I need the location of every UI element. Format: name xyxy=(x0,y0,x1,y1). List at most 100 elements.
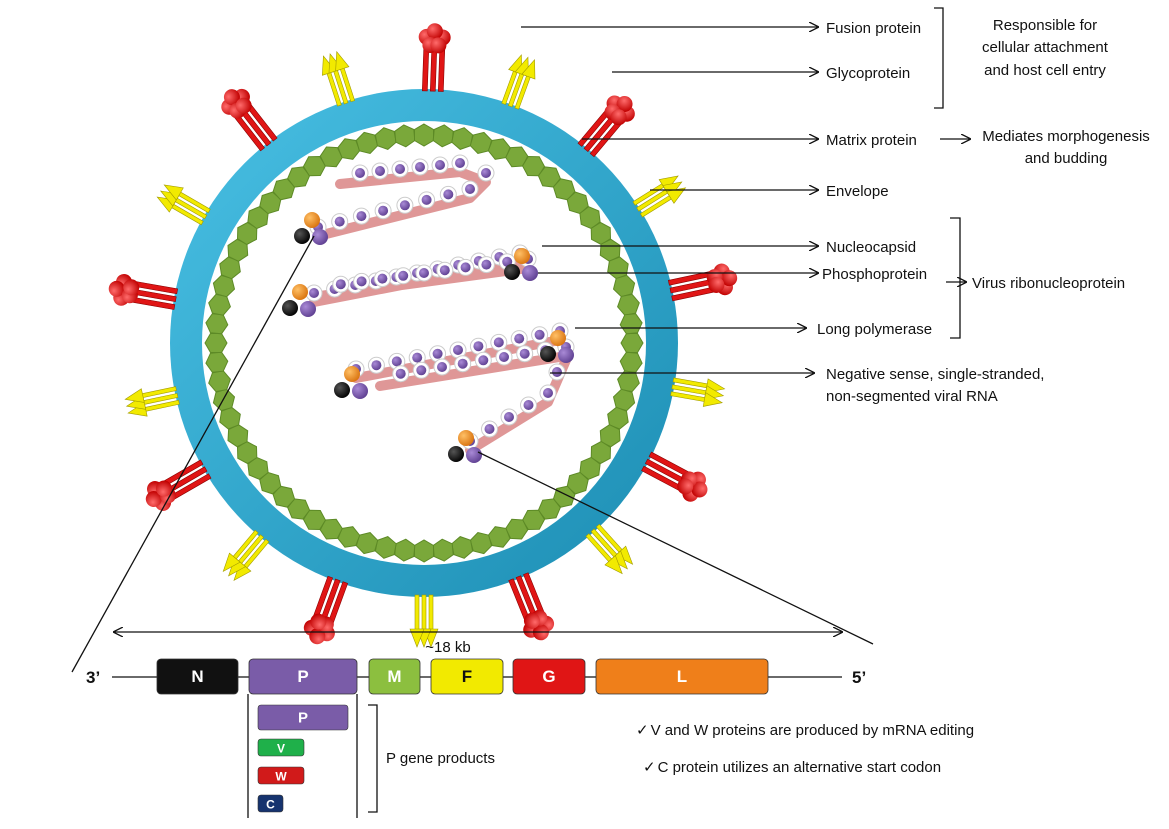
matrix-protein-unit xyxy=(208,370,231,393)
note-editing: ✓V and W proteins are produced by mRNA e… xyxy=(636,721,974,739)
matrix-protein-unit xyxy=(451,536,474,559)
label-glycoprotein: Glycoprotein xyxy=(826,65,910,82)
matrix-protein-unit xyxy=(236,221,258,246)
fusion-protein-spike xyxy=(321,50,356,107)
gene-label: M xyxy=(387,667,401,686)
matrix-protein-unit xyxy=(521,509,546,531)
attachment-note-line2: cellular attachment xyxy=(982,39,1109,56)
nucleocapsid-bead xyxy=(421,194,432,205)
matrix-protein-unit xyxy=(487,526,511,548)
matrix-note-line1: Mediates morphogenesis xyxy=(982,128,1150,145)
matrix-protein-unit xyxy=(487,138,511,160)
nucleocapsid-bead xyxy=(473,341,484,352)
phosphoprotein-ball xyxy=(304,212,320,228)
nucleocapsid-bead xyxy=(415,162,425,172)
nucleocapsid-bead xyxy=(334,216,345,227)
phosphoprotein-ball xyxy=(514,248,530,264)
nucleocapsid-bead xyxy=(335,279,346,290)
nucleocapsid-bead xyxy=(416,365,427,376)
glycoprotein-spike xyxy=(145,459,212,511)
nucleocapsid-bead xyxy=(460,262,471,273)
nucleocapsid-ball xyxy=(294,228,310,244)
nucleocapsid-bead xyxy=(395,164,405,174)
nucleocapsid-bead xyxy=(378,205,389,216)
matrix-protein-unit xyxy=(227,424,249,448)
fusion-protein-spike xyxy=(222,529,270,582)
fusion-protein-spike xyxy=(124,386,180,417)
rna-strand xyxy=(313,167,491,241)
genome-length: ~18 kb xyxy=(425,639,470,656)
nucleocapsid-bead xyxy=(377,273,388,284)
polymerase-ball xyxy=(300,301,316,317)
matrix-protein-unit xyxy=(212,274,236,298)
gene-l xyxy=(595,658,769,695)
matrix-protein-unit xyxy=(451,127,474,150)
envelope-inner xyxy=(202,121,646,565)
nucleocapsid-bead xyxy=(514,333,525,344)
matrix-protein-unit xyxy=(208,293,231,316)
matrix-protein-unit xyxy=(394,538,416,562)
phosphoprotein-ball xyxy=(344,366,360,382)
nucleocapsid-bead xyxy=(502,256,513,267)
matrix-protein-unit xyxy=(612,274,636,298)
polymerase-ball xyxy=(312,229,328,245)
zoom-line-right xyxy=(477,451,874,645)
label-rnp: Virus ribonucleoprotein xyxy=(972,275,1125,292)
glycoprotein-spike xyxy=(508,572,555,641)
nucleocapsid-bead xyxy=(419,268,429,278)
phosphoprotein-ball xyxy=(550,330,566,346)
matrix-protein-unit xyxy=(599,238,621,262)
polymerase-ball xyxy=(522,265,538,281)
matrix-protein-unit xyxy=(219,256,241,280)
matrix-protein-unit xyxy=(394,124,416,148)
product-label: P xyxy=(298,710,308,727)
matrix-protein-unit xyxy=(302,155,327,177)
matrix-protein-unit xyxy=(272,485,296,508)
matrix-protein-unit xyxy=(212,388,236,412)
product-v xyxy=(257,738,305,757)
polymerase-ball xyxy=(352,383,368,399)
label-envelope: Envelope xyxy=(826,183,889,200)
genome-3prime: 3’ xyxy=(86,668,100,687)
nucleocapsid-bead xyxy=(371,360,382,371)
label-long-polymerase: Long polymerase xyxy=(817,321,932,338)
gene-m xyxy=(368,658,421,695)
product-p xyxy=(257,704,349,731)
matrix-protein-unit xyxy=(469,131,493,155)
nucleocapsid-bead xyxy=(455,158,465,168)
nucleocapsid-bead xyxy=(309,288,319,298)
fusion-protein-spike xyxy=(670,377,726,407)
nucleocapsid-bead xyxy=(504,412,514,422)
matrix-protein-unit xyxy=(599,424,621,448)
glycoprotein-spike xyxy=(577,95,635,158)
glycoprotein-spike xyxy=(108,273,178,310)
note-start-codon: ✓C protein utilizes an alternative start… xyxy=(643,758,941,776)
matrix-protein-unit xyxy=(204,333,228,353)
matrix-protein-unit xyxy=(566,471,589,495)
matrix-protein-unit xyxy=(205,351,229,373)
label-fusion-protein: Fusion protein xyxy=(826,20,921,37)
matrix-protein-layer xyxy=(204,123,644,563)
matrix-protein-unit xyxy=(579,456,601,480)
matrix-protein-unit xyxy=(590,440,612,465)
product-c xyxy=(257,794,284,813)
glycoprotein-spike xyxy=(641,451,708,502)
nucleocapsid-bead xyxy=(484,424,495,434)
nucleocapsid-ball xyxy=(334,382,350,398)
matrix-protein-unit xyxy=(355,131,379,155)
nucleocapsid-bead xyxy=(437,362,447,372)
surface-spikes xyxy=(108,23,738,648)
matrix-protein-unit xyxy=(287,166,311,188)
attachment-note-line1: Responsible for xyxy=(993,17,1097,34)
matrix-protein-unit xyxy=(505,146,529,168)
matrix-protein-unit xyxy=(537,166,561,188)
matrix-protein-unit xyxy=(537,498,561,520)
nucleocapsid-bead xyxy=(552,367,562,377)
nucleocapsid-bead xyxy=(412,352,423,363)
nucleocapsid-bead xyxy=(453,345,463,355)
matrix-protein-unit xyxy=(566,191,589,215)
nucleocapsid-bead xyxy=(439,265,450,276)
label-matrix-protein: Matrix protein xyxy=(826,132,917,149)
nucleocapsid-bead xyxy=(523,400,534,410)
